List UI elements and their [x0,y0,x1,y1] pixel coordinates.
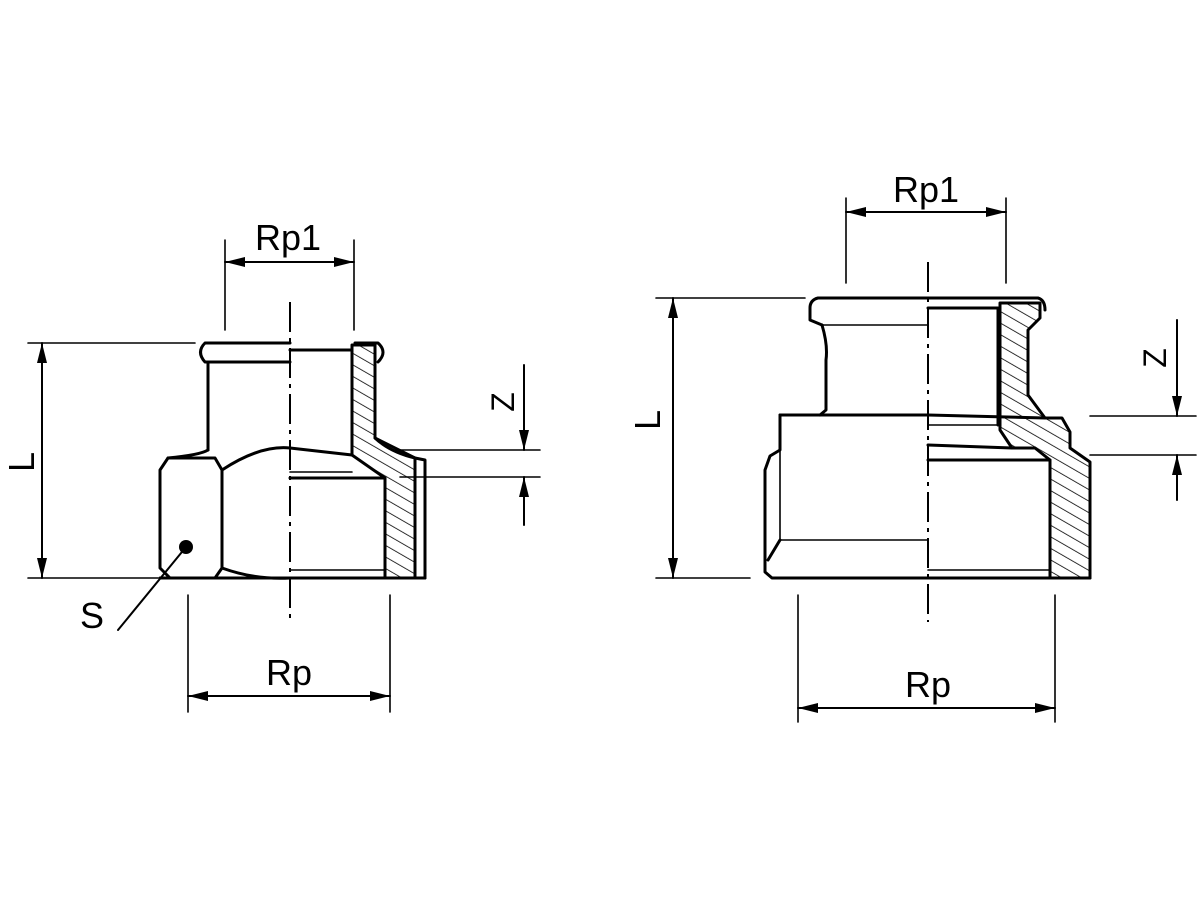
left-rp-label: Rp [266,652,312,693]
left-hex-edge [288,446,354,457]
right-lower-bore-top [926,443,1014,450]
right-l-label: L [627,410,668,430]
left-shoulder-right [373,436,427,580]
right-rp-label: Rp [905,664,951,705]
left-l-label: L [1,452,42,472]
left-upper-bore [288,348,354,457]
right-top-rim-left [808,296,930,327]
right-upper-bore [926,306,1000,427]
left-hex-curve-top [220,446,292,472]
right-lower-body-left [763,413,930,580]
left-hex-flat [158,456,224,580]
left-rp1-label: Rp1 [255,217,321,258]
left-s-label: S [80,595,104,636]
left-section-hatch [350,343,417,580]
left-top-rim-right [353,341,385,364]
right-z-label: Z [1137,348,1173,368]
left-z-label: Z [485,392,521,412]
right-rp1-label: Rp1 [893,169,959,210]
left-fitting: S Rp1 Rp L Z [1,217,541,713]
left-s-leader [117,546,187,631]
right-shoulder-line-right [926,413,1047,420]
right-top-rim-right [926,296,1047,312]
left-top-rim [199,341,292,364]
right-lower-chamfer [766,538,782,562]
right-fitting: Rp1 Rp L Z [627,169,1197,723]
right-section-hatch [998,301,1092,580]
right-neck-left [818,323,828,417]
